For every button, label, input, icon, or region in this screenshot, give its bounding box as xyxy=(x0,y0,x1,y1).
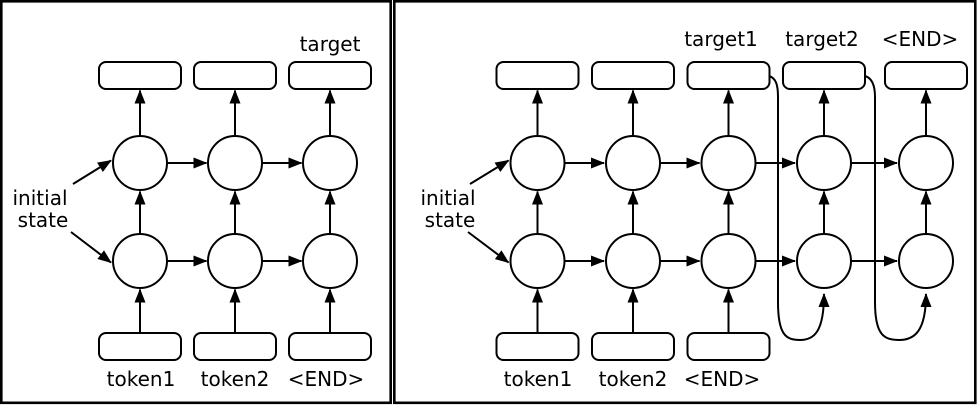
initial-state-arrow xyxy=(469,159,510,185)
token-label: <END> xyxy=(684,367,761,391)
input-box xyxy=(193,332,277,361)
initial-state-label-line1: initial xyxy=(421,186,476,210)
initial-state-arrow xyxy=(72,159,112,185)
right-labels: target1 target2 <END> token1 token2 <END… xyxy=(421,27,959,391)
input-box xyxy=(98,332,182,361)
token-label: token1 xyxy=(107,367,176,391)
initial-state-label-line2: state xyxy=(425,208,476,232)
right-input-boxes xyxy=(495,332,771,361)
initial-state-label-line1: initial xyxy=(13,186,68,210)
left-arrows xyxy=(70,89,336,333)
rnn-cell xyxy=(700,233,757,289)
right-panel-diagram: target1 target2 <END> token1 token2 <END… xyxy=(393,0,977,405)
output-box xyxy=(288,61,372,90)
feedback-arrow xyxy=(768,75,830,342)
token-label: token1 xyxy=(504,367,573,391)
end-output-label: <END> xyxy=(882,27,959,51)
target1-label: target1 xyxy=(684,27,758,51)
left-panel-diagram: target token1 token2 <END> initial state xyxy=(0,0,392,405)
target2-label: target2 xyxy=(785,27,859,51)
initial-state-label-line2: state xyxy=(18,208,69,232)
right-output-boxes xyxy=(495,61,968,90)
output-box xyxy=(98,61,182,90)
input-box xyxy=(495,332,580,361)
rnn-cell xyxy=(605,233,661,289)
rnn-cell xyxy=(796,135,852,191)
rnn-cell xyxy=(700,135,757,191)
rnn-cell xyxy=(796,233,852,289)
output-box xyxy=(686,61,771,90)
rnn-cell xyxy=(207,135,263,191)
input-box xyxy=(591,332,675,361)
left-input-boxes xyxy=(98,332,372,361)
left-labels: target token1 token2 <END> initial state xyxy=(13,32,365,391)
output-box xyxy=(884,61,968,90)
rnn-cell xyxy=(605,135,661,191)
output-box xyxy=(495,61,580,90)
rnn-cell xyxy=(112,233,168,289)
target-label: target xyxy=(300,32,361,56)
rnn-cell xyxy=(302,233,358,289)
left-output-boxes xyxy=(98,61,372,90)
right-rnn-cells xyxy=(509,135,954,289)
input-box xyxy=(288,332,372,361)
output-box xyxy=(193,61,277,90)
input-box xyxy=(686,332,771,361)
rnn-cell xyxy=(509,233,566,289)
token-label: token2 xyxy=(599,367,668,391)
rnn-cell xyxy=(509,135,566,191)
token-label: <END> xyxy=(288,367,365,391)
initial-state-arrow xyxy=(467,231,510,264)
rnn-cell xyxy=(302,135,358,191)
output-box xyxy=(591,61,675,90)
right-panel-border xyxy=(393,0,977,405)
initial-state-arrow xyxy=(70,231,112,264)
rnn-cell xyxy=(112,135,168,191)
output-box xyxy=(782,61,866,90)
feedback-arrow xyxy=(864,75,932,342)
rnn-cell xyxy=(898,135,954,191)
rnn-cell xyxy=(898,233,954,289)
rnn-cell xyxy=(207,233,263,289)
left-panel-border xyxy=(0,0,392,405)
token-label: token2 xyxy=(201,367,270,391)
right-arrows xyxy=(467,75,932,342)
